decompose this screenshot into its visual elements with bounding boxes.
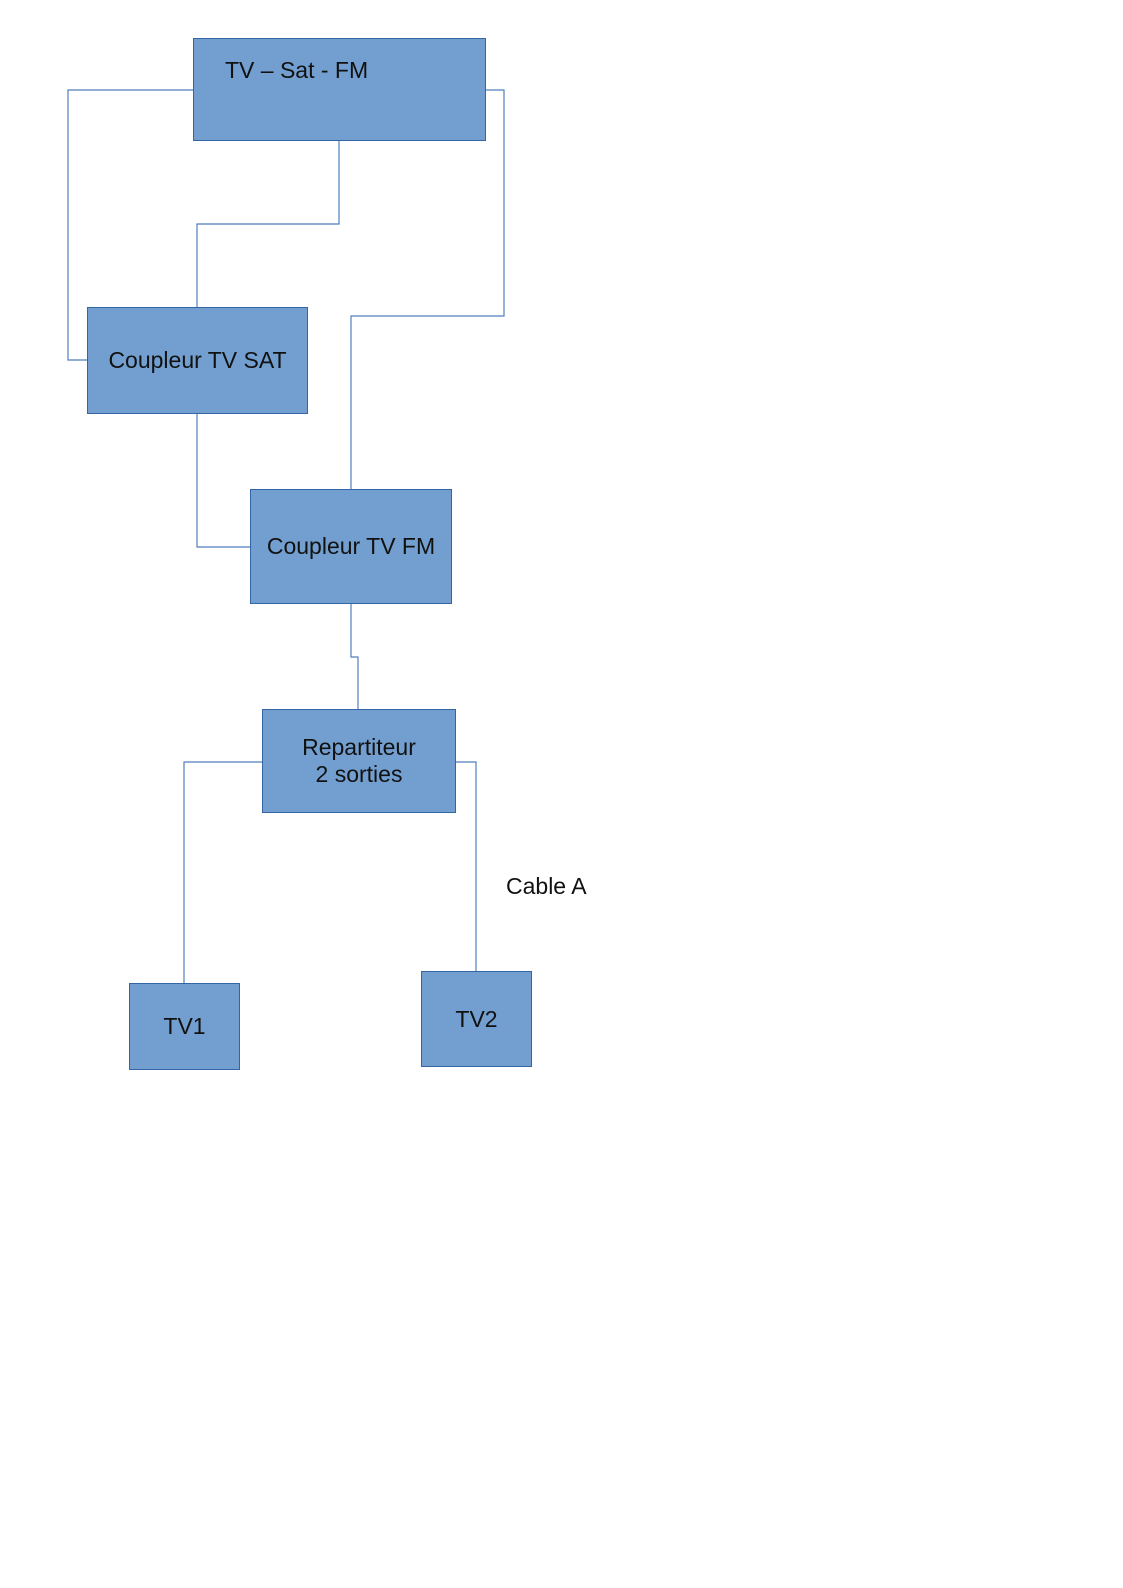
wire-source-bottom-to-sat-coupler [196, 141, 340, 307]
splitter-label-line1: Repartiteur [302, 734, 416, 760]
tv2-node: TV2 [421, 971, 532, 1067]
sat-coupler-label: Coupleur TV SAT [108, 347, 287, 373]
wire-splitter-to-tv2 [456, 761, 477, 971]
splitter-label-line2: 2 sorties [315, 761, 403, 787]
tv1-node: TV1 [129, 983, 240, 1070]
wire-source-left-to-sat-coupler [67, 89, 193, 361]
wire-fm-coupler-to-splitter [350, 604, 359, 709]
wire-source-right-to-fm-coupler [350, 89, 505, 489]
fm-coupler-label: Coupleur TV FM [266, 533, 436, 559]
cable-annotation: Cable A [506, 873, 587, 899]
sat-coupler-node: Coupleur TV SAT [87, 307, 308, 414]
source-node: TV – Sat - FM [193, 38, 486, 141]
splitter-node: Repartiteur 2 sorties [262, 709, 456, 813]
wire-sat-coupler-to-fm-coupler [196, 414, 250, 548]
source-node-label: TV – Sat - FM [225, 57, 369, 83]
fm-coupler-node: Coupleur TV FM [250, 489, 452, 604]
wire-splitter-to-tv1 [183, 761, 262, 983]
tv1-label: TV1 [163, 1013, 206, 1039]
tv2-label: TV2 [455, 1005, 498, 1032]
